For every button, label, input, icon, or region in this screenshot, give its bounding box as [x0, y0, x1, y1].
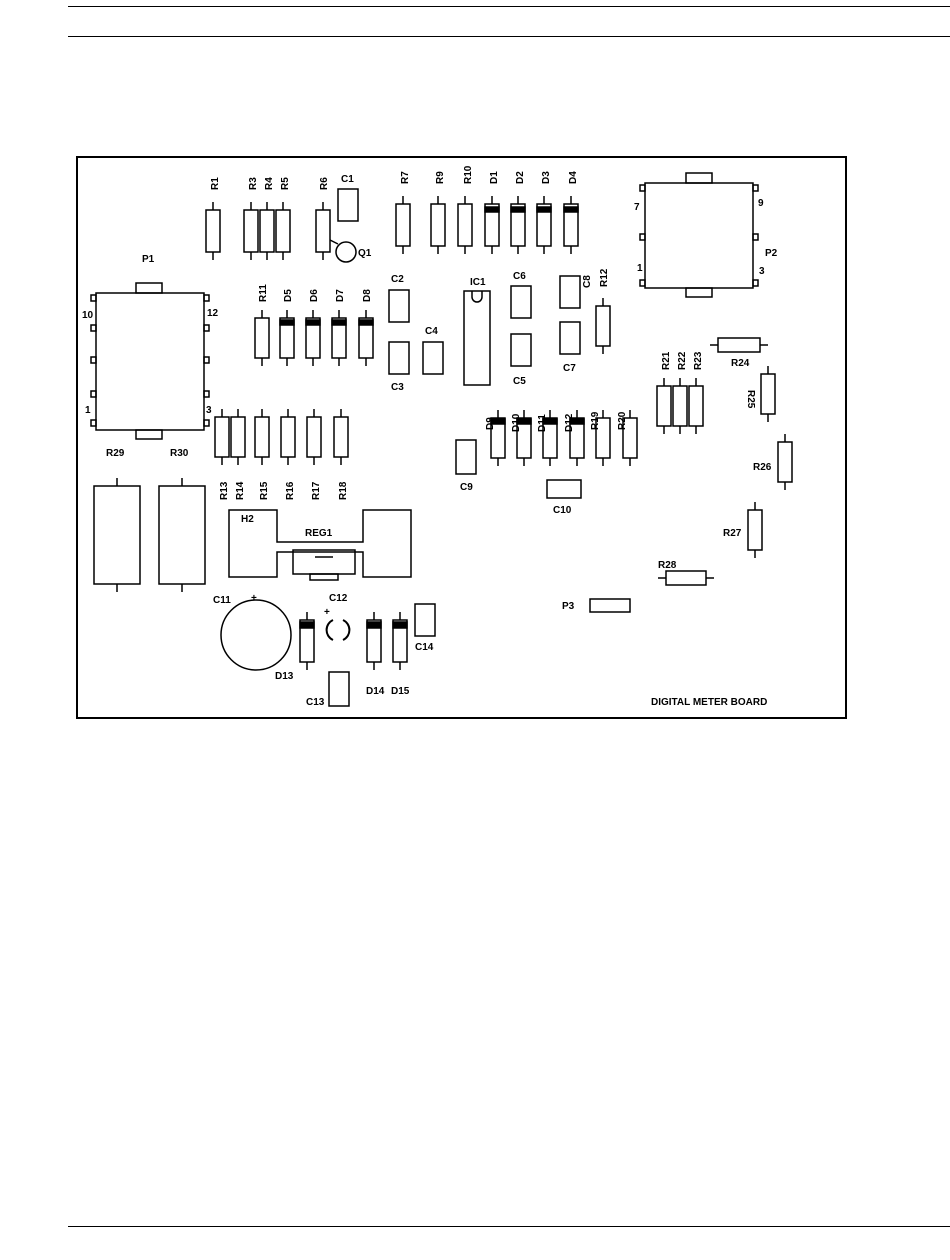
- label-d3: D3: [541, 171, 552, 184]
- label-c5: C5: [513, 376, 526, 387]
- label-r20: R20: [617, 411, 628, 430]
- label-r29: R29: [106, 448, 125, 459]
- label-p1: P1: [142, 254, 155, 265]
- label-d1: D1: [489, 171, 500, 184]
- board-title: DIGITAL METER BOARD: [651, 697, 767, 708]
- label-d6: D6: [309, 289, 320, 302]
- label-d8: D8: [362, 289, 373, 302]
- label-c6: C6: [513, 271, 526, 282]
- label-r6: R6: [319, 177, 330, 190]
- label-r22: R22: [677, 351, 688, 370]
- label-r19: R19: [590, 411, 601, 430]
- label-r4: R4: [264, 177, 275, 190]
- label-d14: D14: [366, 686, 385, 697]
- label-r1: R1: [210, 177, 221, 190]
- label-r28: R28: [658, 560, 677, 571]
- label-c10: C10: [553, 505, 572, 516]
- label-c14: C14: [415, 642, 434, 653]
- label-p2-pin1: 1: [637, 263, 643, 274]
- label-ic1: IC1: [470, 277, 486, 288]
- label-p1-pin10: 10: [82, 310, 94, 321]
- label-r21: R21: [661, 351, 672, 370]
- label-p1-pin3: 3: [206, 405, 212, 416]
- label-r10: R10: [463, 165, 474, 184]
- label-r9: R9: [435, 171, 446, 184]
- label-r12: R12: [599, 268, 610, 287]
- connector-p2: [640, 173, 758, 297]
- label-r23: R23: [693, 351, 704, 370]
- label-d13: D13: [275, 671, 294, 682]
- label-c11: C11: [213, 595, 231, 606]
- label-d15: D15: [391, 686, 410, 697]
- label-c9: C9: [460, 482, 473, 493]
- label-d5: D5: [283, 289, 294, 302]
- label-c8: C8: [582, 275, 593, 288]
- label-r25: R25: [745, 390, 756, 409]
- label-d4: D4: [568, 171, 579, 184]
- label-c3: C3: [391, 382, 404, 393]
- label-d2: D2: [515, 171, 526, 184]
- connector-p1: [91, 283, 209, 439]
- label-c1: C1: [341, 174, 354, 185]
- label-r16: R16: [285, 481, 296, 500]
- label-d7: D7: [335, 289, 346, 302]
- label-c7: C7: [563, 363, 576, 374]
- label-d9: D9: [485, 417, 496, 430]
- label-r14: R14: [235, 481, 246, 500]
- label-p1-pin1: 1: [85, 405, 91, 416]
- label-c4: C4: [425, 326, 438, 337]
- label-r11: R11: [258, 284, 269, 302]
- label-d10: D10: [511, 413, 522, 432]
- label-r17: R17: [311, 481, 322, 500]
- label-r27: R27: [723, 528, 742, 539]
- label-r3: R3: [248, 177, 259, 190]
- board-outline: [77, 157, 846, 718]
- label-q1: Q1: [358, 248, 372, 259]
- label-p2-pin9: 9: [758, 198, 764, 209]
- c11-polarity-mark: +: [251, 593, 257, 604]
- label-c13: C13: [306, 697, 325, 708]
- label-r26: R26: [753, 462, 772, 473]
- label-p2: P2: [765, 248, 778, 259]
- label-r18: R18: [338, 481, 349, 500]
- label-reg1: REG1: [305, 528, 333, 539]
- top-row-parts: [206, 189, 578, 262]
- bottom-parts: [94, 478, 435, 706]
- label-c2: C2: [391, 274, 404, 285]
- label-r5: R5: [280, 177, 291, 190]
- third-row-parts: [215, 338, 792, 612]
- label-p3: P3: [562, 601, 575, 612]
- c12-polarity-mark: +: [324, 607, 330, 618]
- label-r30: R30: [170, 448, 189, 459]
- label-r7: R7: [400, 171, 411, 184]
- label-r13: R13: [219, 481, 230, 500]
- label-p1-pin12: 12: [207, 308, 219, 319]
- label-r15: R15: [259, 481, 270, 500]
- label-d11: D11: [537, 414, 548, 432]
- label-d12: D12: [564, 413, 575, 432]
- component-labels: R1 R3 R4 R5 R6 R7 R9 R10 D1 D2 D3 D4 C1 …: [82, 165, 778, 708]
- label-c12: C12: [329, 593, 348, 604]
- label-h2: H2: [241, 514, 254, 525]
- label-p2-pin3: 3: [759, 266, 765, 277]
- label-p2-pin7: 7: [634, 202, 640, 213]
- label-r24: R24: [731, 358, 750, 369]
